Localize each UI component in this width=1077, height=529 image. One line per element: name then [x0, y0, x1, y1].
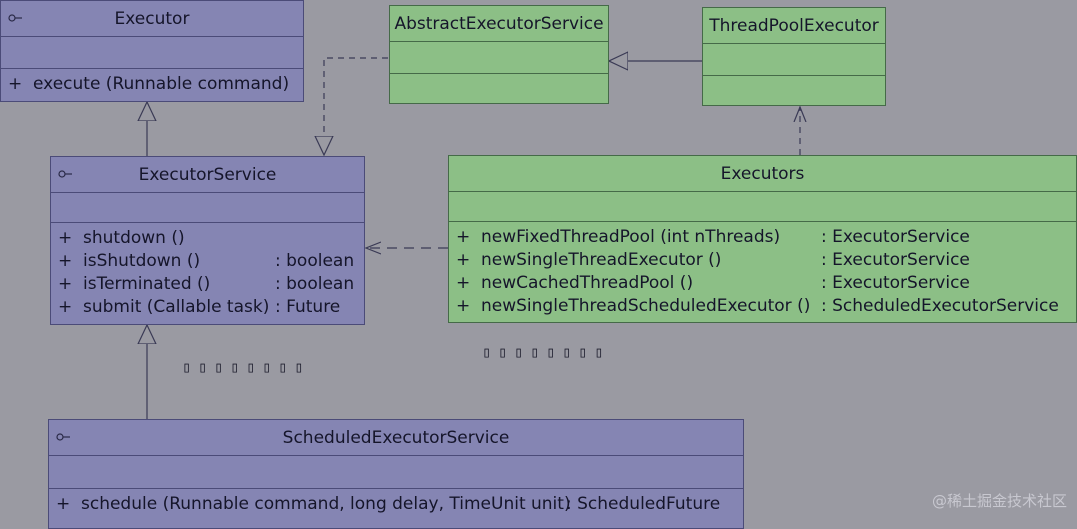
visibility-marker: + [58, 228, 73, 248]
class-executor-header: Executor [1, 1, 303, 37]
class-executors-operations: + newFixedThreadPool (int nThreads) : Ex… [449, 222, 1076, 318]
class-abstractexecutorservice-name: AbstractExecutorService [394, 14, 604, 34]
class-executor[interactable]: Executor + execute (Runnable command) [0, 0, 304, 102]
operation: + isTerminated () : boolean [51, 273, 364, 296]
interface-icon [56, 433, 70, 441]
class-scheduledexecutorservice-attributes [49, 456, 743, 489]
operation: + newSingleThreadExecutor () : ExecutorS… [449, 249, 1076, 272]
operation-return-type: : ScheduledFuture [566, 494, 721, 514]
realization-abstract-executorservice [324, 57, 388, 155]
class-scheduledexecutorservice-header: ScheduledExecutorService [49, 420, 743, 456]
operation-signature: execute (Runnable command) [33, 74, 290, 94]
operation-signature: isTerminated () [83, 274, 211, 294]
visibility-marker: + [58, 251, 73, 271]
operation-return-type: : boolean [275, 251, 355, 271]
visibility-marker: + [456, 227, 471, 247]
class-abstractexecutorservice-attributes [390, 42, 608, 74]
operation-return-type: : boolean [275, 274, 355, 294]
operation-signature: newSingleThreadScheduledExecutor () [481, 296, 811, 316]
operation: + newFixedThreadPool (int nThreads) : Ex… [449, 226, 1076, 249]
class-executorservice-name: ExecutorService [138, 165, 277, 185]
operation: + newSingleThreadScheduledExecutor () : … [449, 295, 1076, 318]
operation: + newCachedThreadPool () : ExecutorServi… [449, 272, 1076, 295]
visibility-marker: + [456, 296, 471, 316]
operation: + schedule (Runnable command, long delay… [49, 493, 743, 516]
operation-signature: isShutdown () [83, 251, 201, 271]
class-threadpoolexecutor-attributes [703, 44, 885, 76]
operation-signature: newFixedThreadPool (int nThreads) [481, 227, 781, 247]
class-executor-attributes [1, 37, 303, 69]
class-abstractexecutorservice[interactable]: AbstractExecutorService [389, 5, 609, 104]
garbled-note-left: ▯▯▯▯▯▯▯▯ [182, 358, 311, 376]
class-executorservice[interactable]: ExecutorService + shutdown () + isShutdo… [50, 156, 365, 325]
operation: + execute (Runnable command) [1, 73, 303, 96]
class-executors-header: Executors [449, 156, 1076, 192]
interface-icon [8, 14, 22, 22]
operation-signature: newSingleThreadExecutor () [481, 250, 722, 270]
visibility-marker: + [58, 297, 73, 317]
class-executor-name: Executor [114, 9, 190, 29]
class-executors-name: Executors [720, 164, 805, 184]
class-threadpoolexecutor-header: ThreadPoolExecutor [703, 8, 885, 44]
class-scheduledexecutorservice-name: ScheduledExecutorService [282, 428, 510, 448]
class-threadpoolexecutor-name: ThreadPoolExecutor [709, 16, 879, 36]
visibility-marker: + [8, 74, 23, 94]
operation-return-type: : ExecutorService [821, 227, 970, 247]
visibility-marker: + [456, 250, 471, 270]
class-threadpoolexecutor[interactable]: ThreadPoolExecutor [702, 7, 886, 106]
visibility-marker: + [456, 273, 471, 293]
operation: + shutdown () [51, 227, 364, 250]
class-executor-operations: + execute (Runnable command) [1, 69, 303, 96]
class-scheduledexecutorservice-operations: + schedule (Runnable command, long delay… [49, 489, 743, 516]
operation-return-type: : Future [275, 297, 341, 317]
relationship-lines [0, 0, 1077, 419]
class-executorservice-operations: + shutdown () + isShutdown () : boolean … [51, 223, 364, 319]
visibility-marker: + [56, 494, 71, 514]
operation: + submit (Callable task) : Future [51, 296, 364, 319]
class-executors-attributes [449, 192, 1076, 222]
class-executorservice-header: ExecutorService [51, 157, 364, 193]
class-executors[interactable]: Executors + newFixedThreadPool (int nThr… [448, 155, 1077, 323]
garbled-note-right: ▯▯▯▯▯▯▯▯ [482, 343, 611, 361]
class-scheduledexecutorservice[interactable]: ScheduledExecutorService + schedule (Run… [48, 419, 744, 529]
class-abstractexecutorservice-header: AbstractExecutorService [390, 6, 608, 42]
operation-return-type: : ExecutorService [821, 273, 970, 293]
operation: + isShutdown () : boolean [51, 250, 364, 273]
interface-icon [58, 170, 72, 178]
operation-signature: shutdown () [83, 228, 185, 248]
visibility-marker: + [58, 274, 73, 294]
operation-return-type: : ScheduledExecutorService [821, 296, 1059, 316]
class-executorservice-attributes [51, 193, 364, 223]
operation-signature: newCachedThreadPool () [481, 273, 694, 293]
operation-signature: submit (Callable task) [83, 297, 270, 317]
watermark: @稀土掘金技术社区 [931, 492, 1067, 510]
operation-return-type: : ExecutorService [821, 250, 970, 270]
operation-signature: schedule (Runnable command, long delay, … [81, 494, 571, 514]
